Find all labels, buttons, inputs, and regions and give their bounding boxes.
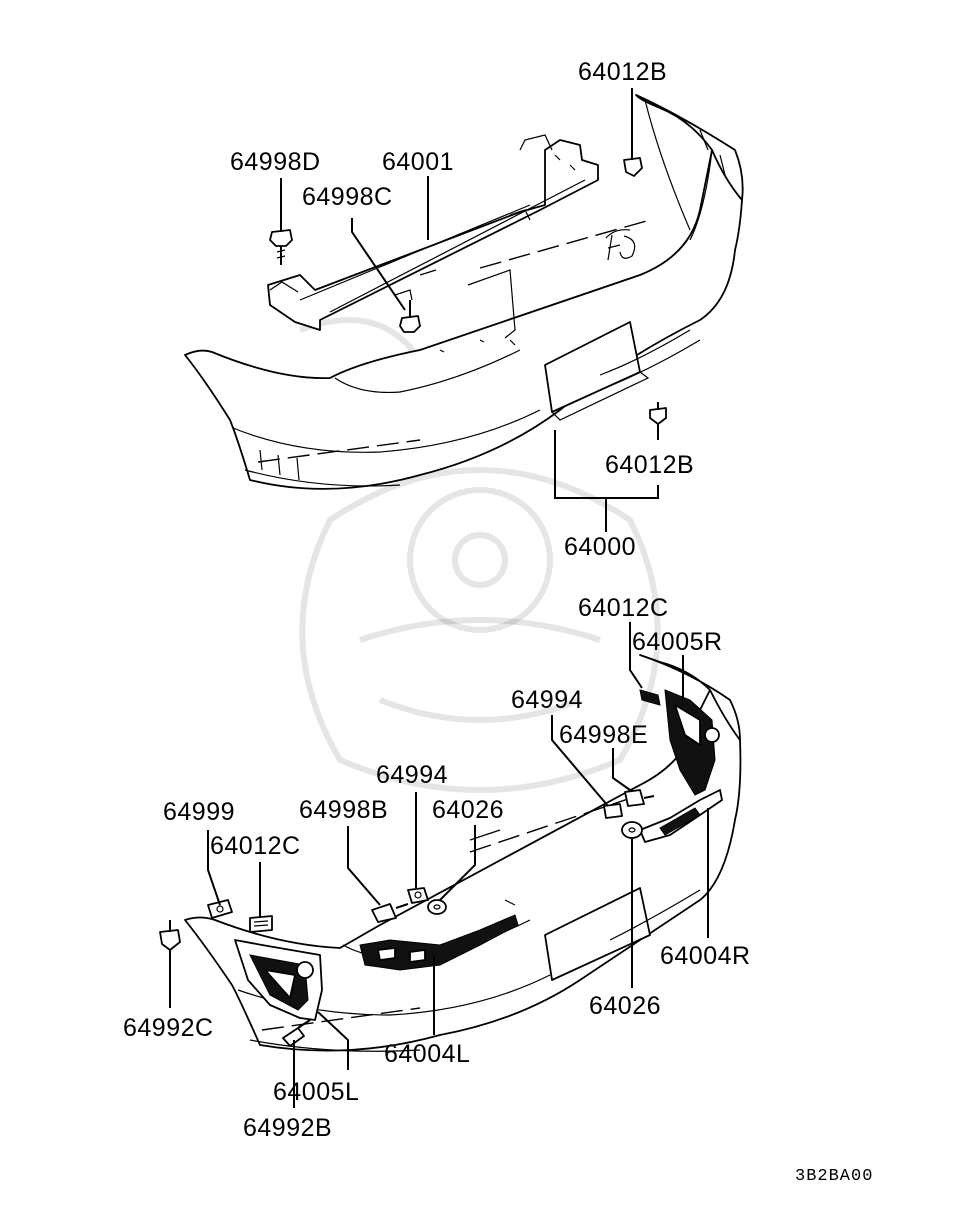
label-64012C-right: 64012C <box>578 594 669 622</box>
fastener-64998E <box>624 789 655 807</box>
washer-64026-right <box>621 821 643 839</box>
label-64005R: 64005R <box>632 628 723 656</box>
bracket-64005L <box>234 939 323 1021</box>
bumper-reinforcement-bar <box>267 134 599 331</box>
label-64998C: 64998C <box>302 183 393 211</box>
nut-64994-right <box>603 803 623 819</box>
screw-64992B <box>282 1019 311 1047</box>
nut-64994-left <box>407 887 429 904</box>
side-rail-64004L <box>359 914 519 971</box>
label-64004L: 64004L <box>384 1040 470 1068</box>
part-labels: 64012B 64998D 64001 64998C 64012B 64000 … <box>123 58 873 1186</box>
side-rail-64004R <box>639 789 723 843</box>
fastener-64998C <box>399 300 421 333</box>
label-64998B: 64998B <box>299 796 388 824</box>
leader-lines <box>169 88 709 1108</box>
watermark-emblem <box>298 317 662 793</box>
clip-64012C-right <box>639 689 661 706</box>
figure-code: 3B2BA00 <box>795 1167 873 1186</box>
clip-64012C-left <box>249 915 273 933</box>
washer-64026-left <box>427 899 447 915</box>
rear-bumper-upper <box>184 94 744 490</box>
clip-64012B-top <box>623 148 643 177</box>
label-64004R: 64004R <box>660 942 751 970</box>
bracket-64005R <box>664 689 720 796</box>
label-64026-right: 64026 <box>589 992 661 1020</box>
label-64001: 64001 <box>382 148 454 176</box>
label-64999: 64999 <box>163 798 235 826</box>
label-64026-left: 64026 <box>432 796 504 824</box>
label-64000: 64000 <box>564 533 636 561</box>
clip-64992C <box>159 920 181 951</box>
label-64998D: 64998D <box>230 148 321 176</box>
label-64998E: 64998E <box>559 721 648 749</box>
fastener-64999 <box>207 899 233 919</box>
label-64012C-left: 64012C <box>210 832 301 860</box>
label-64992B: 64992B <box>243 1114 332 1142</box>
label-64994-right: 64994 <box>511 686 583 714</box>
label-64012B-mid: 64012B <box>605 451 694 479</box>
fastener-64998B <box>371 903 409 923</box>
label-64005L: 64005L <box>273 1078 359 1106</box>
label-64994-left: 64994 <box>376 761 448 789</box>
label-64992C: 64992C <box>123 1014 214 1042</box>
fastener-64998D <box>269 229 293 265</box>
label-64012B-top: 64012B <box>578 58 667 86</box>
clip-64012B-mid <box>649 402 667 425</box>
